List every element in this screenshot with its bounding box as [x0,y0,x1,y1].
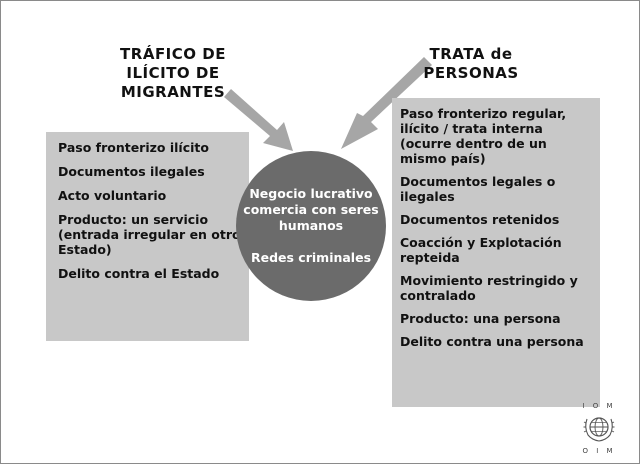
right-item-documents: Documentos legales o ilegales [400,174,556,204]
globe-laurel-icon [583,417,615,442]
right-item-coercion: Coacción y Explotación repteida [400,235,562,265]
title-trata-personas: TRATA de PERSONAS [406,45,536,83]
title-trafico-migrantes: TRÁFICO DE ILÍCITO DE MIGRANTES [93,45,253,102]
circle-lucrative-text: Negocio lucrativo comercia con seres hum… [243,186,379,233]
right-item-retained: Documentos retenidos [400,212,560,227]
title-right-line-2: PERSONAS [423,64,519,82]
left-item-crime: Delito contra el Estado [58,266,220,281]
title-left-line-1: TRÁFICO DE [120,45,226,63]
right-item-crime: Delito contra una persona [400,334,584,349]
left-item-crossing: Paso fronterizo ilícito [58,140,209,155]
left-item-voluntary: Acto voluntario [58,188,167,203]
right-arrow [341,57,432,149]
common-ground-circle: Negocio lucrativo comercia con seres hum… [236,151,386,301]
left-item-product: Producto: un servicio (entrada irregular… [58,212,241,257]
logo-top-text: I O M [582,402,616,410]
left-item-documents: Documentos ilegales [58,164,205,179]
right-item-crossing: Paso fronterizo regular, ilícito / trata… [400,106,567,166]
trafficking-characteristics-box: Paso fronterizo regular, ilícito / trata… [392,98,600,407]
circle-criminal-text: Redes criminales [250,250,372,265]
title-right-line-1: TRATA de [429,45,513,63]
left-arrow [224,89,293,151]
logo-bottom-text: O I M [582,447,616,455]
right-item-movement: Movimiento restringido y contralado [400,273,578,303]
smuggling-characteristics-box: Paso fronterizo ilícito Documentos ilega… [46,132,249,341]
iom-logo: I O M O I M [581,402,617,455]
right-item-product: Producto: una persona [400,311,561,326]
title-left-line-3: MIGRANTES [120,83,226,101]
title-left-line-2: ILÍCITO DE [126,64,220,82]
